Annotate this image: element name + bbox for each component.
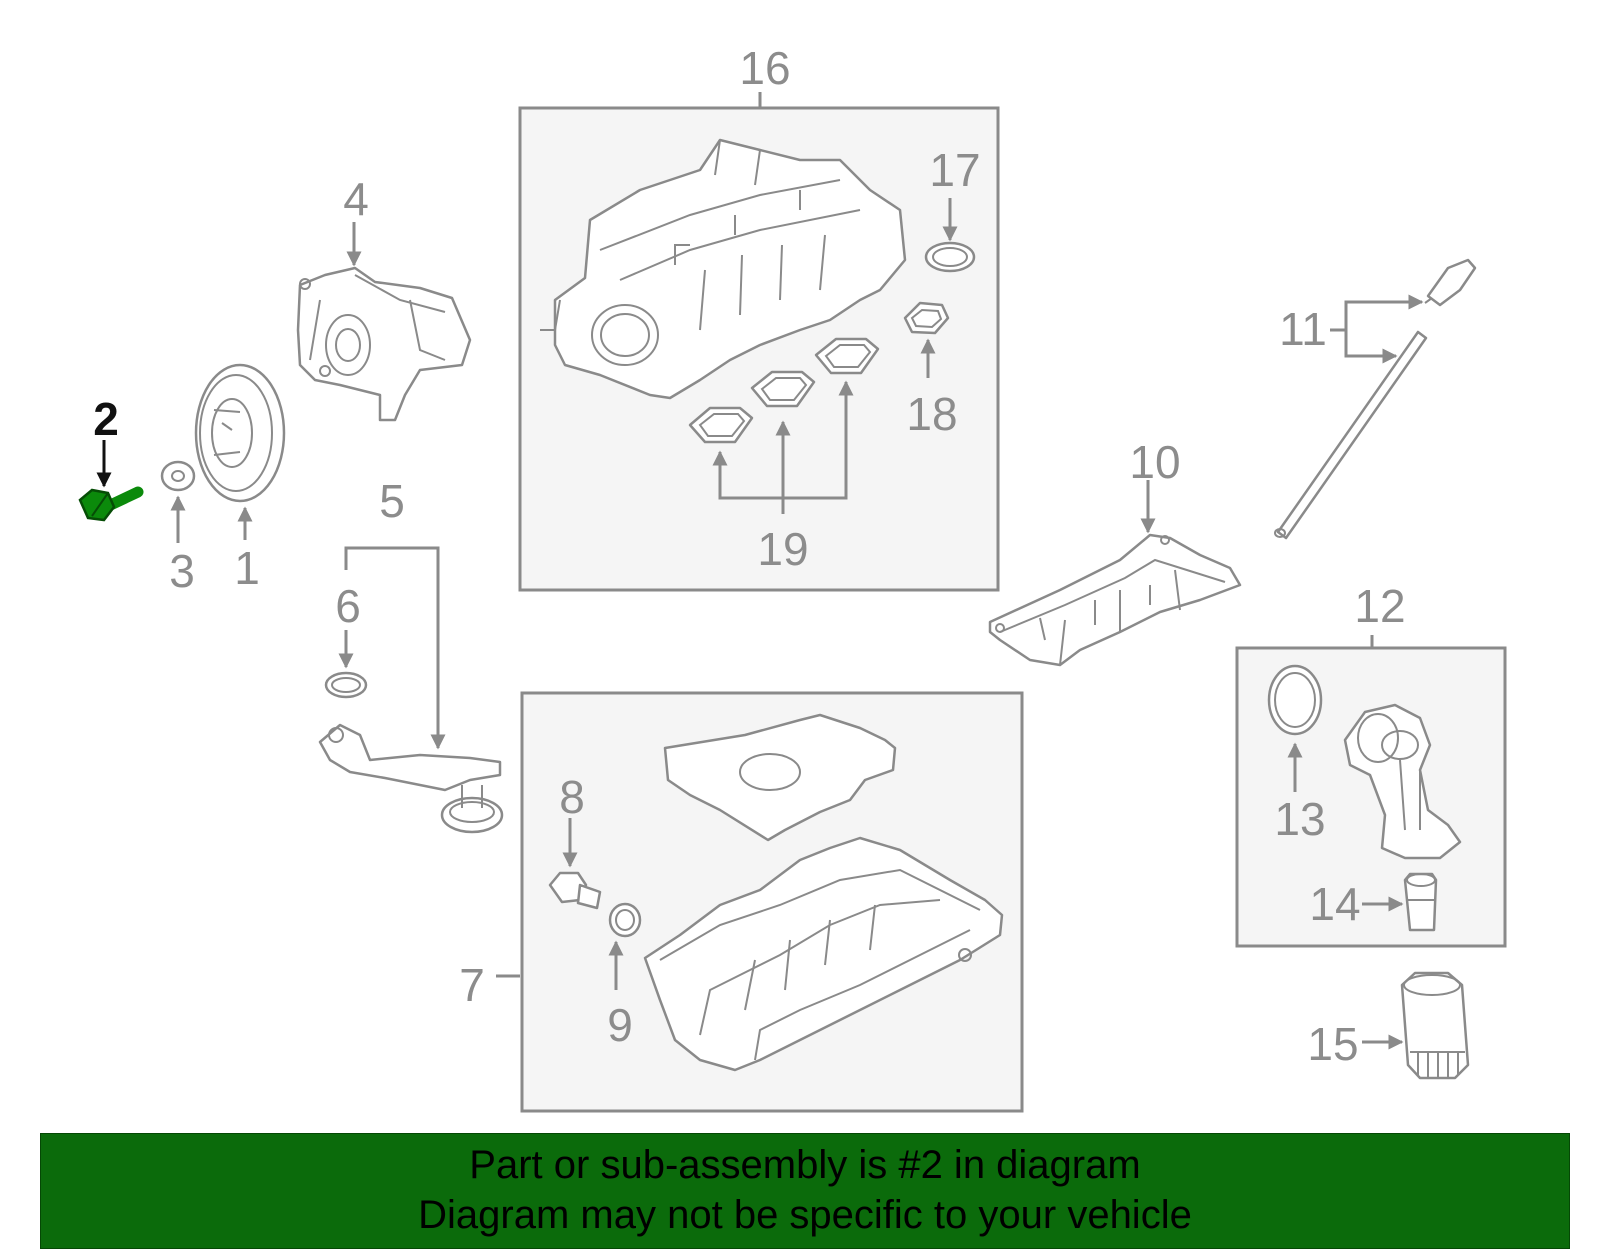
callout-12: 12 bbox=[1354, 580, 1405, 632]
callout-10: 10 bbox=[1129, 436, 1180, 488]
oil-pan-part-7[interactable] bbox=[643, 713, 1004, 1072]
callout-13: 13 bbox=[1274, 793, 1325, 845]
intake-manifold-part-16[interactable] bbox=[540, 138, 907, 400]
callout-4: 4 bbox=[343, 173, 369, 225]
o-ring-part-6[interactable] bbox=[324, 671, 368, 699]
seal-part-13[interactable] bbox=[1267, 664, 1323, 736]
callout-1: 1 bbox=[234, 542, 260, 594]
banner-line-1: Part or sub-assembly is #2 in diagram bbox=[469, 1143, 1141, 1187]
oil-pickup-part-5[interactable] bbox=[318, 723, 504, 834]
washer-part-3[interactable] bbox=[160, 460, 196, 492]
callout-11: 11 bbox=[1279, 303, 1327, 355]
callout-6: 6 bbox=[335, 580, 361, 632]
callout-14: 14 bbox=[1309, 878, 1360, 930]
callout-15: 15 bbox=[1307, 1018, 1358, 1070]
oil-filter-part-15[interactable] bbox=[1400, 971, 1470, 1080]
bedplate-part-10[interactable] bbox=[988, 533, 1242, 667]
callout-5: 5 bbox=[379, 475, 405, 527]
o-ring-part-17[interactable] bbox=[924, 241, 976, 273]
parts-diagram: 1 2 3 4 5 6 7 8 9 10 11 12 13 14 15 16 1… bbox=[78, 42, 1507, 1113]
gaskets-part-19[interactable] bbox=[688, 337, 880, 444]
callout-17: 17 bbox=[929, 144, 980, 196]
gasket-part-18[interactable] bbox=[903, 301, 950, 335]
filter-housing-part-12[interactable] bbox=[1343, 703, 1462, 860]
callout-18: 18 bbox=[906, 388, 957, 440]
callout-9: 9 bbox=[607, 999, 633, 1051]
callout-8: 8 bbox=[559, 771, 585, 823]
callout-2: 2 bbox=[93, 393, 119, 445]
gasket-part-9[interactable] bbox=[608, 902, 642, 938]
callout-7: 7 bbox=[459, 959, 485, 1011]
leader-lines bbox=[170, 92, 1424, 1050]
callout-16: 16 bbox=[739, 42, 790, 94]
oil-pump-part-4[interactable] bbox=[296, 266, 472, 422]
callout-19: 19 bbox=[757, 523, 808, 575]
drain-plug-part-8[interactable] bbox=[548, 871, 602, 910]
banner-line-2: Diagram may not be specific to your vehi… bbox=[418, 1193, 1192, 1237]
bolt-part-2[interactable] bbox=[78, 486, 144, 522]
info-banner: Part or sub-assembly is #2 in diagram Di… bbox=[40, 1133, 1570, 1249]
pulley-part-1[interactable] bbox=[194, 363, 286, 503]
valve-part-14[interactable] bbox=[1403, 872, 1438, 932]
callout-3: 3 bbox=[169, 545, 195, 597]
dipstick-part-11[interactable] bbox=[1274, 258, 1477, 540]
